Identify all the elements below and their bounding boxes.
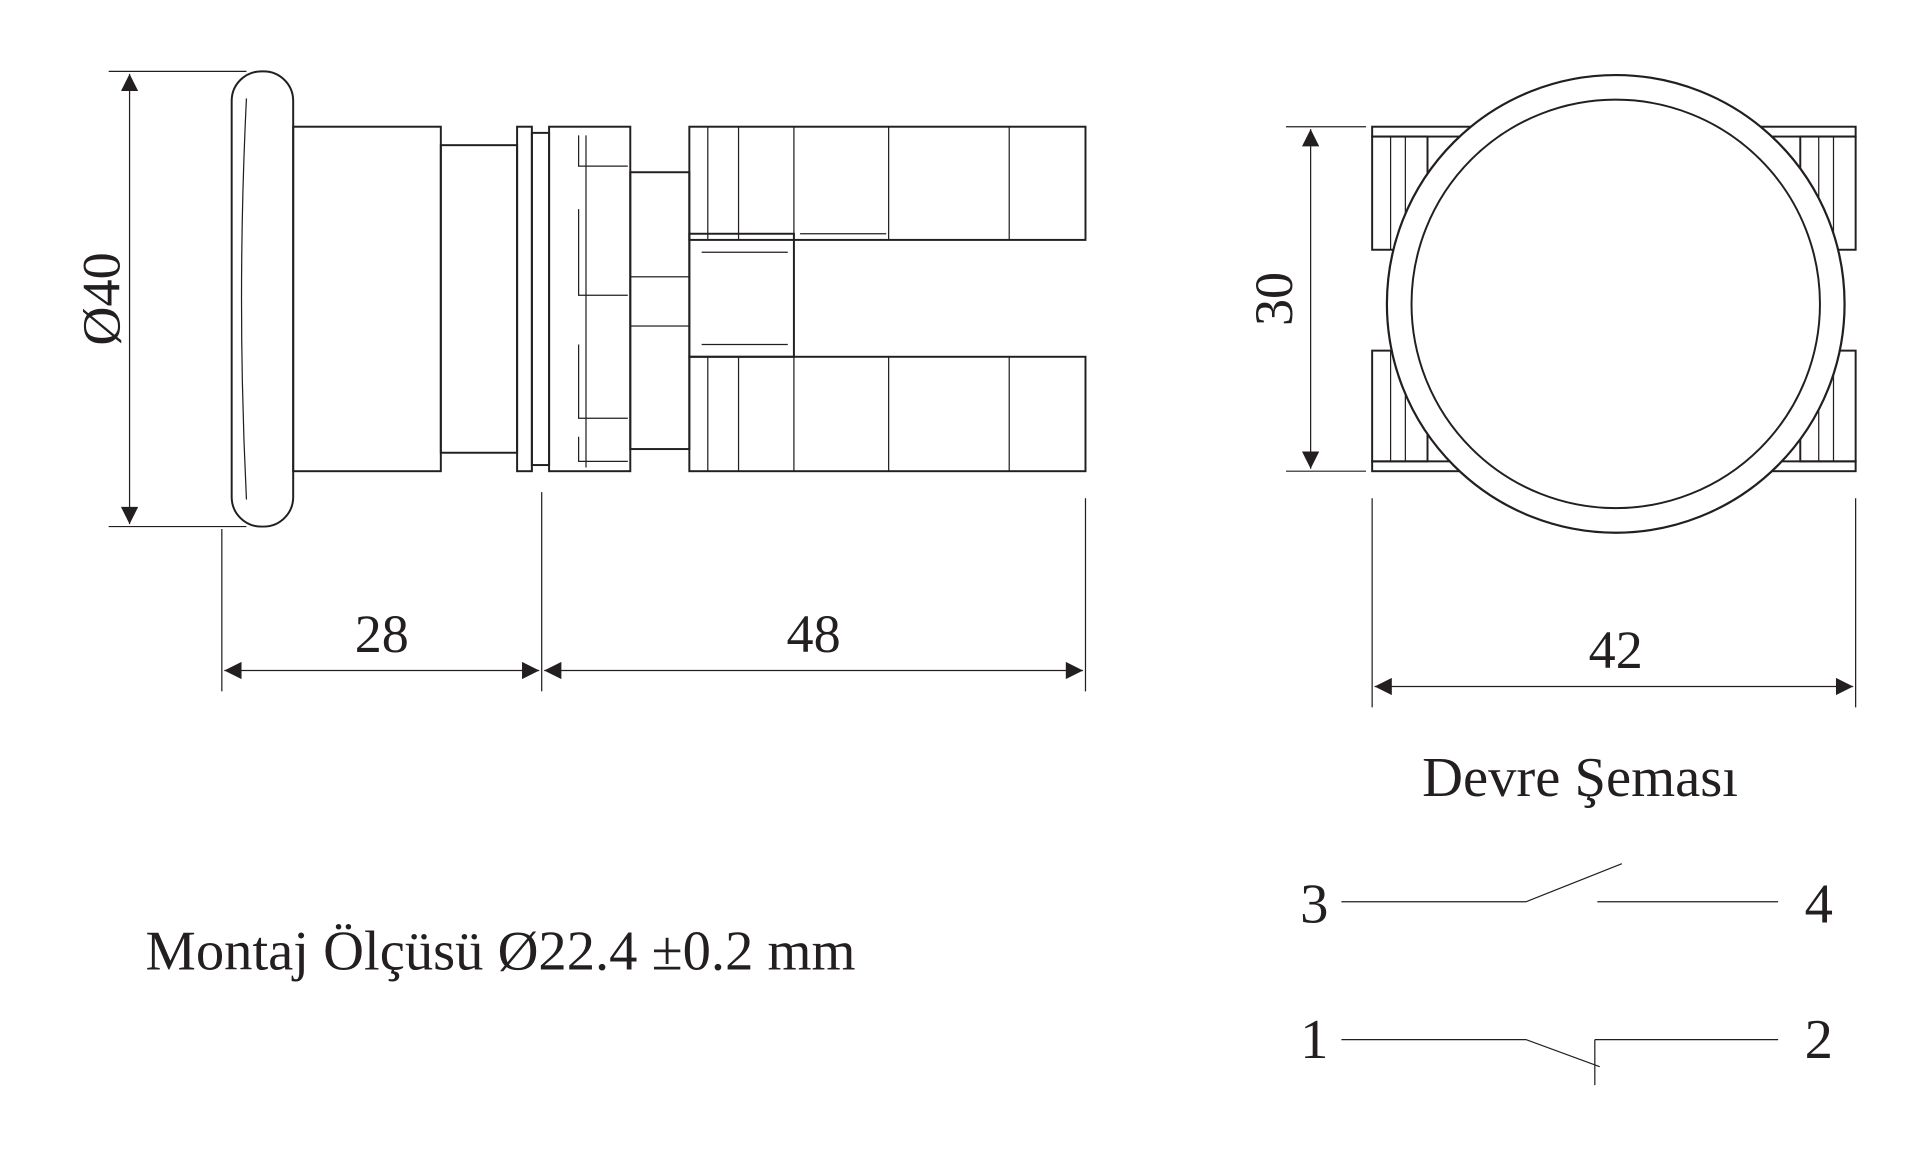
length-front-label: 28 [355, 604, 409, 664]
diameter-label: Ø40 [72, 252, 132, 345]
circuit-diagram: Devre Şeması 3 4 1 2 [1300, 747, 1833, 1086]
locking-collar [548, 125, 632, 473]
terminal-2: 2 [1805, 1009, 1833, 1071]
side-view [230, 70, 1087, 528]
terminal-4: 4 [1805, 874, 1833, 936]
button-inner-circle [1410, 98, 1821, 510]
front-view [1371, 73, 1857, 534]
mounting-note: Montaj Ölçüsü Ø22.4 ±0.2 mm [146, 920, 856, 982]
width-label: 42 [1589, 620, 1643, 680]
no-contact-symbol [1341, 863, 1779, 903]
length-back-label: 48 [787, 604, 841, 664]
terminal-1: 1 [1300, 1009, 1328, 1071]
height-label: 30 [1244, 272, 1304, 326]
contact-block-top [688, 125, 1087, 241]
contact-block-bottom [688, 355, 1087, 473]
shaft [629, 171, 691, 451]
button-outer-circle [1385, 73, 1846, 534]
button-body [292, 125, 442, 473]
side-dimensions: Ø40 28 48 [72, 70, 1087, 692]
nc-contact-symbol [1341, 1038, 1779, 1086]
terminal-3: 3 [1300, 874, 1328, 936]
circuit-title: Devre Şeması [1422, 747, 1738, 809]
neck [439, 144, 519, 454]
front-dimensions: 30 42 [1244, 126, 1857, 708]
